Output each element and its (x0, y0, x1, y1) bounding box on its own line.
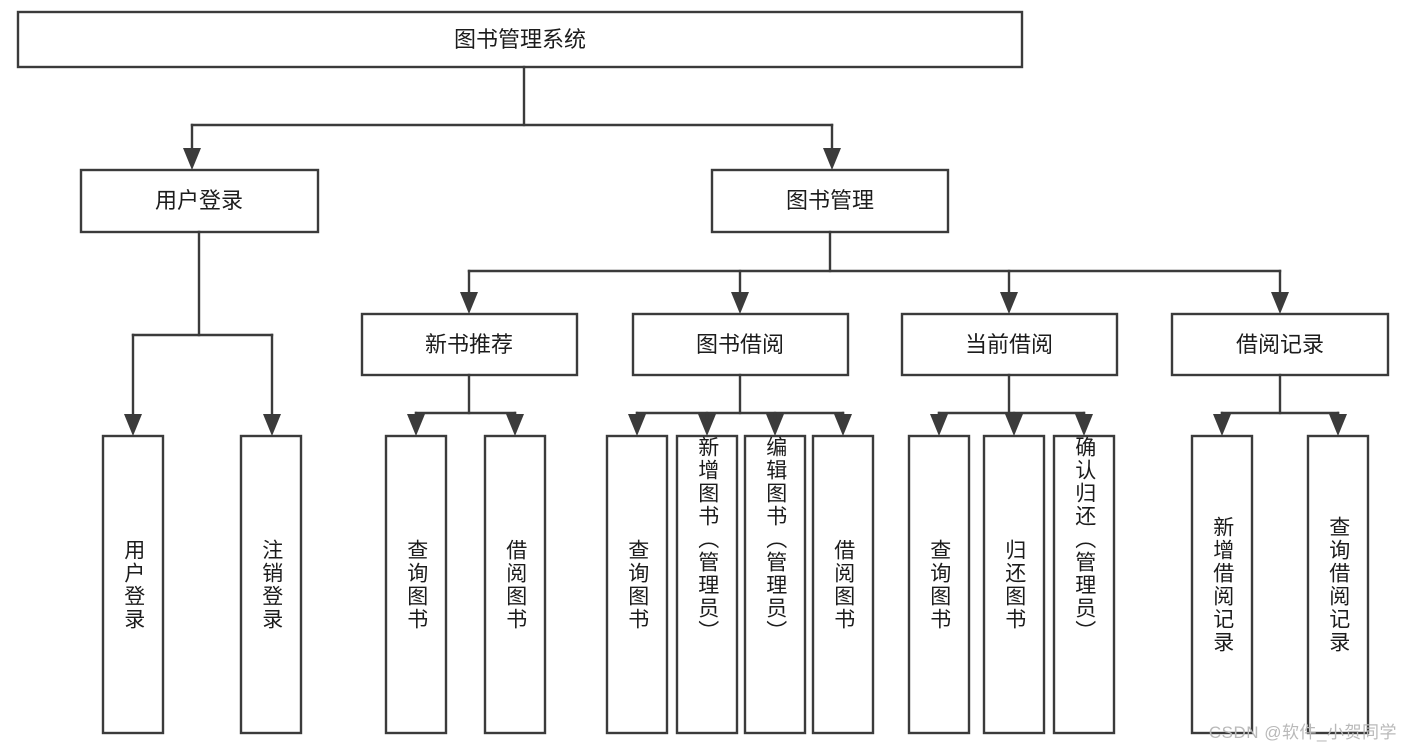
connector-book-management-to-level3 (460, 230, 1289, 314)
node-current-borrow[interactable] (900, 312, 1119, 377)
connector-current-borrow-to-leaves (930, 373, 1093, 436)
node-label-user-login: 用户登录 (155, 188, 243, 213)
connector-root-to-level2 (183, 65, 841, 170)
leaf-box-query-book-borrow[interactable] (605, 434, 669, 735)
leaf-box-borrow-book[interactable] (811, 434, 875, 735)
node-new-book-recommend[interactable] (360, 312, 579, 377)
leaf-box-query-book-recommend[interactable] (384, 434, 448, 735)
leaf-box-add-book[interactable] (675, 434, 739, 735)
leaf-box-borrow-book-recommend[interactable] (483, 434, 547, 735)
leaf-box-add-borrow-record[interactable] (1190, 434, 1254, 735)
leaf-box-logout[interactable] (239, 434, 303, 735)
node-label-root: 图书管理系统 (454, 27, 586, 52)
watermark-text: CSDN @软件_小贺同学 (1208, 723, 1397, 742)
leaf-box-edit-book[interactable] (743, 434, 807, 735)
connector-borrow-record-to-leaves (1213, 373, 1347, 436)
node-label-new-book-recommend: 新书推荐 (425, 332, 513, 357)
leaf-box-query-borrow-record[interactable] (1306, 434, 1370, 735)
leaf-box-confirm-return[interactable] (1052, 434, 1116, 735)
leaf-box-return-book[interactable] (982, 434, 1046, 735)
node-label-current-borrow: 当前借阅 (965, 332, 1053, 357)
connector-book-borrow-to-leaves (628, 373, 852, 436)
leaf-box-user-login[interactable] (101, 434, 165, 735)
node-label-borrow-record: 借阅记录 (1236, 332, 1324, 357)
node-root[interactable] (16, 10, 1024, 69)
connector-new-book-recommend-to-leaves (407, 373, 524, 436)
node-label-book-borrow: 图书借阅 (696, 332, 784, 357)
node-user-login[interactable] (79, 168, 320, 234)
connector-user-login-to-leaves (124, 230, 281, 436)
node-label-book-management: 图书管理 (786, 188, 874, 213)
leaf-box-query-book-current[interactable] (907, 434, 971, 735)
